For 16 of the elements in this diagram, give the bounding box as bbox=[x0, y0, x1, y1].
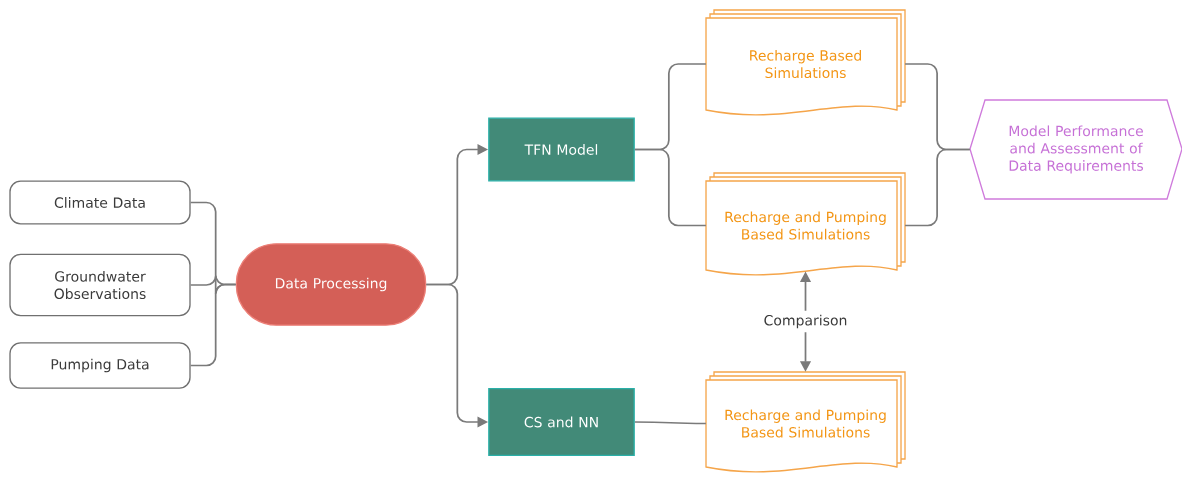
edge-label: Comparison bbox=[759, 310, 852, 333]
document-stack: Recharge Based Simulations bbox=[705, 9, 906, 116]
connector bbox=[633, 148, 707, 227]
process-pill: Data Processing bbox=[235, 243, 427, 326]
data-box: Pumping Data bbox=[9, 342, 191, 389]
connector bbox=[633, 421, 707, 425]
document-stack: Recharge and Pumping Based Simulations bbox=[705, 371, 906, 473]
connector bbox=[189, 283, 237, 367]
model-box: CS and NN bbox=[488, 388, 635, 456]
data-box: Climate Data bbox=[9, 180, 191, 225]
document-stack: Recharge and Pumping Based Simulations bbox=[705, 172, 906, 276]
node-label: Recharge and Pumping Based Simulations bbox=[725, 409, 886, 438]
connector bbox=[904, 148, 971, 227]
output-hexagon: Model Performance and Assessment of Data Requirements bbox=[969, 99, 1182, 200]
model-box: TFN Model bbox=[488, 117, 635, 182]
data-box: Groundwater Observations bbox=[9, 253, 191, 317]
